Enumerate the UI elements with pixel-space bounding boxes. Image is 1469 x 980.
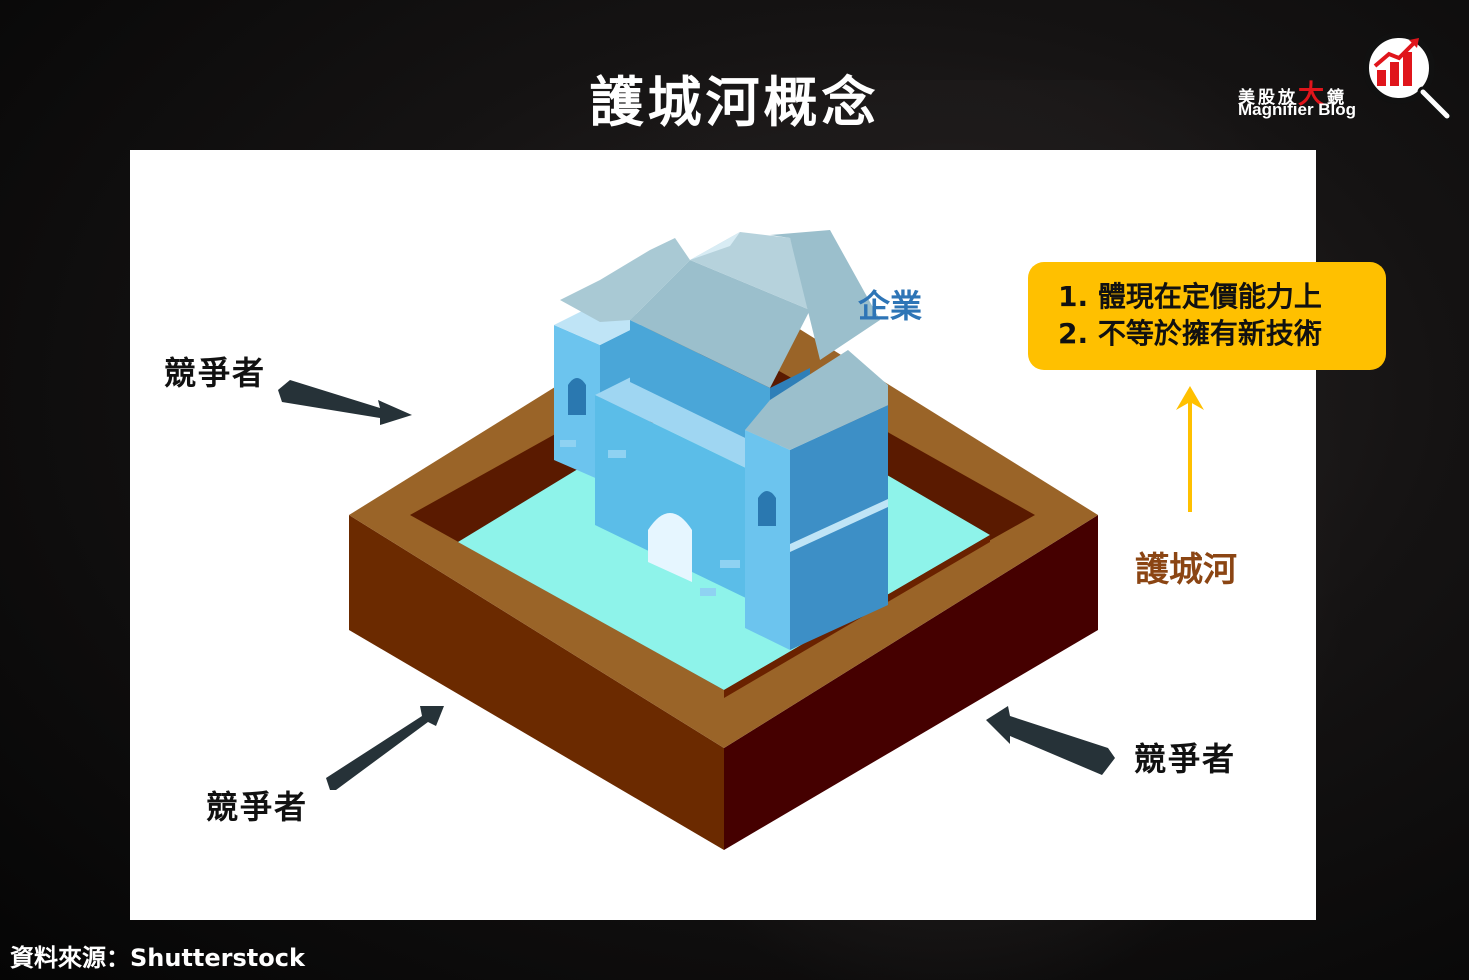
company-label: 企業 [858, 287, 923, 325]
logo-cn-part2: 鏡 [1327, 88, 1348, 108]
arrow-bottom-right [986, 706, 1115, 775]
competitor-label-top-left: 競爭者 [164, 354, 267, 392]
castle-main-roof [630, 260, 810, 388]
logo-cn-part1: 美股放 [1238, 88, 1298, 108]
page-title: 護城河概念 [589, 71, 880, 134]
logo-cn-accent: 大 [1298, 80, 1328, 110]
castle-right-tower-front [745, 430, 790, 650]
magnifier-chart-icon [1363, 32, 1453, 122]
callout-arrow-head [1176, 386, 1204, 410]
castle-right-roof [745, 350, 888, 450]
castle-gate [648, 513, 692, 582]
moat-label: 護城河 [1135, 550, 1237, 590]
competitor-label-bottom-right: 競爭者 [1134, 740, 1237, 778]
moat-castle-illustration [278, 230, 1204, 850]
castle-main-wall [595, 395, 750, 600]
callout-line-1: 1. 體現在定價能力上 [1058, 280, 1322, 313]
arrow-top-left [278, 380, 412, 425]
logo-english: Magnifier Blog [1238, 100, 1357, 119]
callout-line-2: 2. 不等於擁有新技術 [1058, 317, 1322, 350]
brand-logo[interactable]: 美股放大鏡 Magnifier Blog [1232, 28, 1457, 123]
competitor-label-bottom-left: 競爭者 [206, 788, 309, 826]
moat-callout-box: 1. 體現在定價能力上 2. 不等於擁有新技術 [1028, 262, 1386, 370]
moat-frame-left-side [349, 515, 724, 850]
moat-frame-right-side [724, 515, 1098, 850]
logo-chinese: 美股放大鏡 [1238, 74, 1347, 111]
arrow-bottom-left [326, 706, 444, 790]
diagram-panel: 競爭者 競爭者 競爭者 企業 護城河 1. 體現在定價能力上 2. 不等於擁有新… [130, 150, 1386, 920]
source-credit: 資料來源：Shutterstock [10, 944, 305, 972]
castle-back-roof-left [560, 238, 690, 322]
